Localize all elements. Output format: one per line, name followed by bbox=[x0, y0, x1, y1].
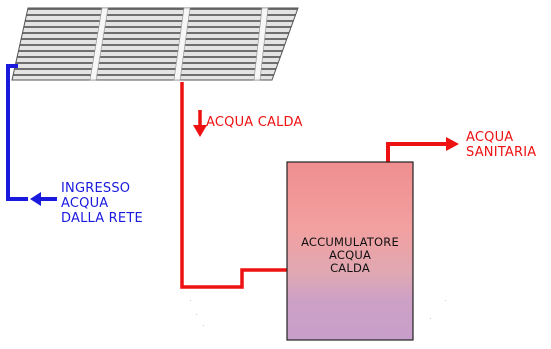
collector-separator-1 bbox=[89, 7, 109, 81]
hot-water-pipe bbox=[180, 82, 288, 289]
collector-separator-3 bbox=[253, 7, 269, 81]
cold-inlet-arrow-icon bbox=[30, 192, 41, 206]
collector-frame bbox=[11, 7, 299, 81]
sanitary-water-label: ACQUA SANITARIA bbox=[466, 130, 536, 160]
hot-pipe-line bbox=[180, 82, 288, 289]
inlet-label-line-2: ACQUA bbox=[61, 196, 109, 211]
cold-water-pipe bbox=[6, 64, 57, 206]
sanitary-label-line-1: ACQUA bbox=[466, 130, 514, 145]
inlet-water-label: INGRESSO ACQUA DALLA RETE bbox=[61, 181, 143, 226]
cold-pipe-line bbox=[6, 64, 28, 201]
tank-label-line-3: CALDA bbox=[330, 261, 370, 275]
storage-tank bbox=[286, 161, 414, 341]
tank-label: ACCUMULATORE ACQUA CALDA bbox=[287, 236, 413, 275]
hot-water-down-arrow-icon bbox=[193, 125, 207, 137]
tank-body bbox=[286, 161, 414, 341]
solar-collector bbox=[11, 7, 299, 81]
inlet-label-line-3: DALLA RETE bbox=[61, 211, 143, 226]
tank-label-line-2: ACQUA bbox=[328, 248, 372, 262]
sanitary-outlet-pipe bbox=[386, 137, 459, 162]
sanitary-pipe-line bbox=[386, 142, 448, 162]
tank-label-line-1: ACCUMULATORE bbox=[301, 235, 399, 249]
collector-separator-2 bbox=[173, 7, 191, 81]
sanitary-right-arrow-icon bbox=[446, 137, 459, 151]
background-dots bbox=[190, 300, 446, 326]
hot-water-label: ACQUA CALDA bbox=[206, 115, 303, 130]
inlet-label-line-1: INGRESSO bbox=[61, 181, 131, 196]
sanitary-label-line-2: SANITARIA bbox=[466, 145, 537, 160]
